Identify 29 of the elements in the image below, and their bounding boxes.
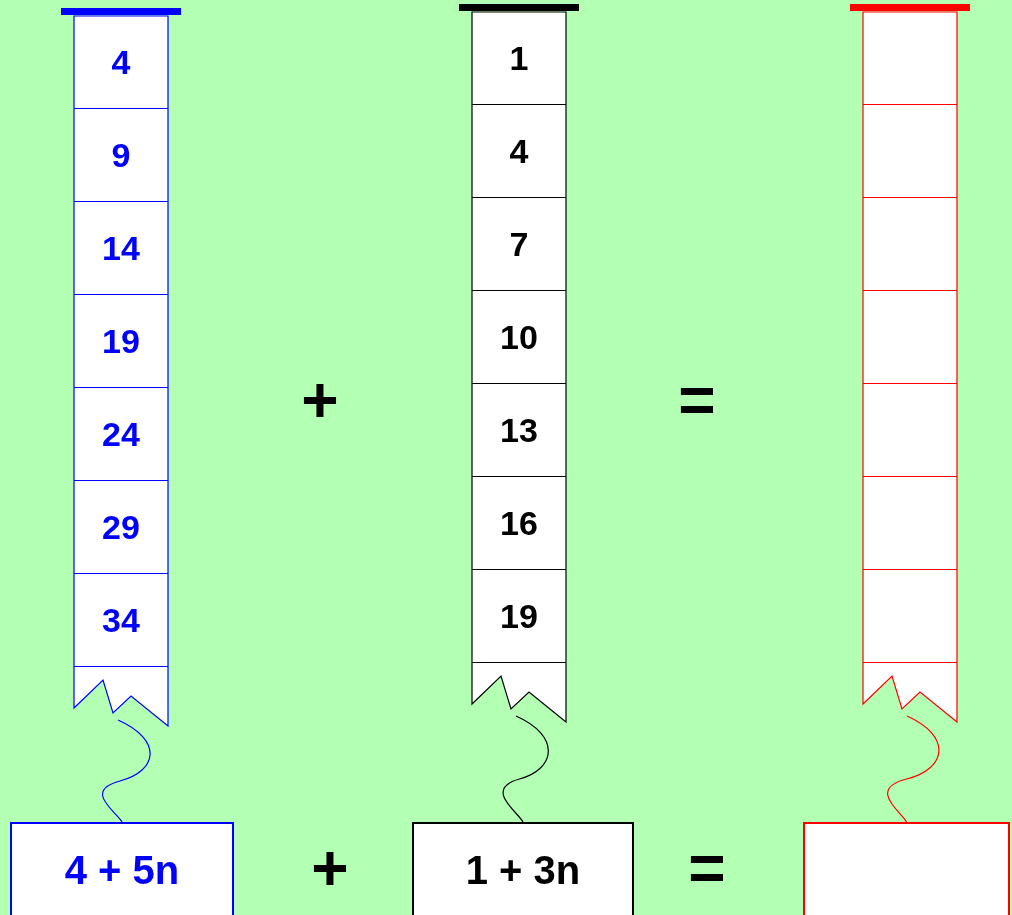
number: 10 [500,316,538,358]
curly-string [101,719,151,823]
number: 19 [102,320,140,362]
paper-strip [61,8,181,728]
curly-string [502,715,549,823]
number: 24 [102,413,140,455]
number: 19 [500,595,538,637]
number: 7 [509,223,529,265]
operator-sign: + [311,836,349,900]
number: 16 [500,502,538,544]
paper-strip [459,4,579,724]
operator-sign: = [678,368,716,432]
number: 29 [102,506,140,548]
number: 4 [111,41,131,83]
formula: 1 + 3n [465,846,581,894]
number: 9 [111,134,131,176]
number: 34 [102,599,140,641]
formula-box [803,822,1010,915]
formula-box [412,822,634,915]
operator-sign: + [301,368,339,432]
number: 14 [102,227,140,269]
number: 4 [509,130,529,172]
paper-strip [850,4,970,724]
number: 1 [509,37,529,79]
formula-box [10,822,234,915]
curly-string [887,715,940,823]
formula: 4 + 5n [64,846,180,894]
number: 13 [500,409,538,451]
operator-sign: = [688,836,726,900]
